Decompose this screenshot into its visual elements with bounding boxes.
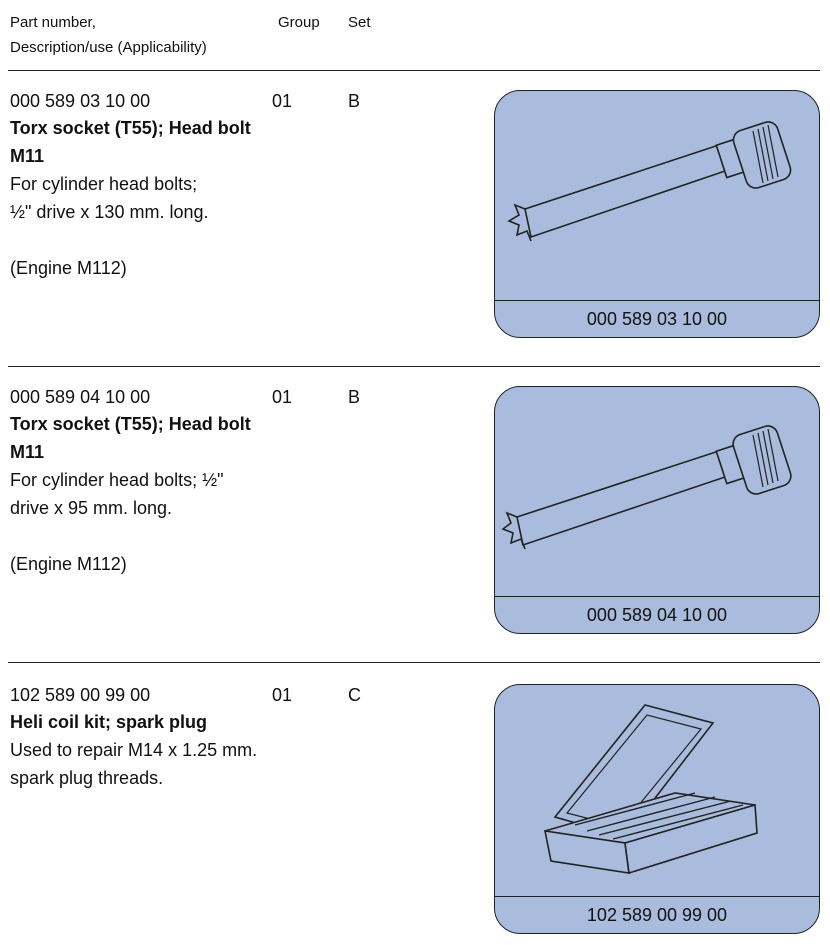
- part-number: 000 589 03 10 00: [10, 91, 151, 111]
- torx-socket-icon: [507, 121, 792, 242]
- column-header-set: Set: [348, 14, 371, 31]
- tool-title: Torx socket (T55); Head bolt: [10, 414, 251, 434]
- applicability: (Engine M112): [10, 554, 127, 574]
- tool-title: Torx socket (T55); Head bolt: [10, 118, 251, 138]
- tool-description: Heli coil kit; spark plug Used to repair…: [10, 708, 330, 792]
- set-value: C: [348, 685, 361, 705]
- set-value: B: [348, 387, 361, 407]
- tool-description: Torx socket (T55); Head bolt M11 For cyl…: [10, 114, 330, 282]
- tool-title-cont: M11: [10, 442, 45, 462]
- description-line: For cylinder head bolts;: [10, 174, 198, 194]
- table-header: Part number, Description/use (Applicabil…: [0, 0, 830, 72]
- tool-image-panel: 000 589 03 10 00: [494, 90, 820, 338]
- entry-divider: [8, 662, 820, 663]
- applicability: (Engine M112): [10, 258, 127, 278]
- description-line: spark plug threads.: [10, 768, 164, 788]
- part-number: 000 589 04 10 00: [10, 387, 151, 407]
- tool-case-icon: [543, 704, 758, 875]
- tool-description: Torx socket (T55); Head bolt M11 For cyl…: [10, 410, 330, 578]
- set-value: B: [348, 91, 361, 111]
- part-number: 102 589 00 99 00: [10, 685, 151, 705]
- header-part-number: Part number,: [10, 14, 96, 31]
- header-divider: [8, 70, 820, 71]
- image-caption: 000 589 03 10 00: [495, 300, 819, 337]
- tool-title: Heli coil kit; spark plug: [10, 712, 208, 732]
- torx-socket-icon: [501, 425, 792, 550]
- tool-entry: 000 589 04 10 00 01 B Torx socket (T55);…: [0, 384, 830, 644]
- column-header-group: Group: [278, 14, 320, 31]
- description-line: Used to repair M14 x 1.25 mm.: [10, 740, 258, 760]
- description-line: ½" drive x 130 mm. long.: [10, 202, 209, 222]
- column-header-part-description: Part number, Description/use (Applicabil…: [10, 10, 207, 60]
- image-caption: 102 589 00 99 00: [495, 896, 819, 933]
- group-value: 01: [272, 91, 293, 111]
- tool-entry: 102 589 00 99 00 01 C Heli coil kit; spa…: [0, 682, 830, 882]
- tool-image-panel: 102 589 00 99 00: [494, 684, 820, 934]
- tool-title-cont: M11: [10, 146, 45, 166]
- group-value: 01: [272, 387, 293, 407]
- entry-divider: [8, 366, 820, 367]
- tool-entry: 000 589 03 10 00 01 B Torx socket (T55);…: [0, 88, 830, 348]
- group-value: 01: [272, 685, 293, 705]
- image-caption: 000 589 04 10 00: [495, 596, 819, 633]
- tool-image-panel: 000 589 04 10 00: [494, 386, 820, 634]
- description-line: drive x 95 mm. long.: [10, 498, 173, 518]
- description-line: For cylinder head bolts; ½": [10, 470, 224, 490]
- header-description: Description/use (Applicability): [10, 39, 207, 56]
